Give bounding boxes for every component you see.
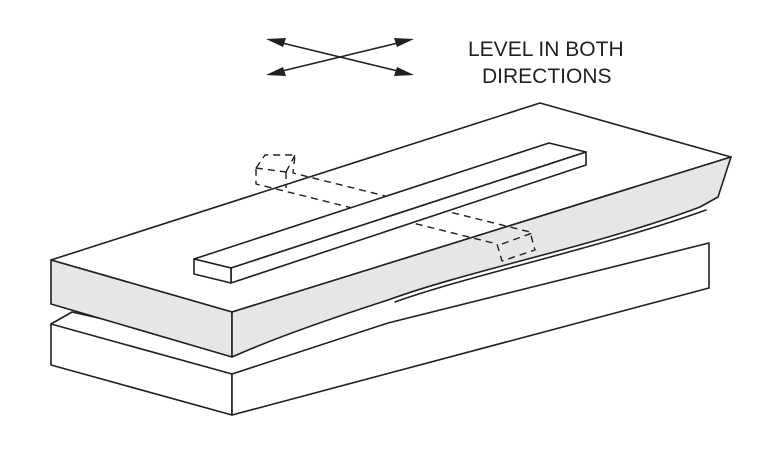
- upper-plate-bevel-front: [231, 156, 732, 358]
- upper-plate-bevel-line: [394, 209, 707, 303]
- level-bar-end: [193, 258, 232, 284]
- lower-plate: [50, 242, 710, 416]
- direction-arrows-icon: [266, 38, 414, 76]
- rotated-level-bar-outline: [255, 154, 536, 262]
- caption-line-1: LEVEL IN BOTH: [468, 38, 624, 61]
- level-bar: [193, 142, 587, 284]
- caption-line-2: DIRECTIONS: [482, 65, 612, 88]
- lower-plate-front: [231, 242, 710, 416]
